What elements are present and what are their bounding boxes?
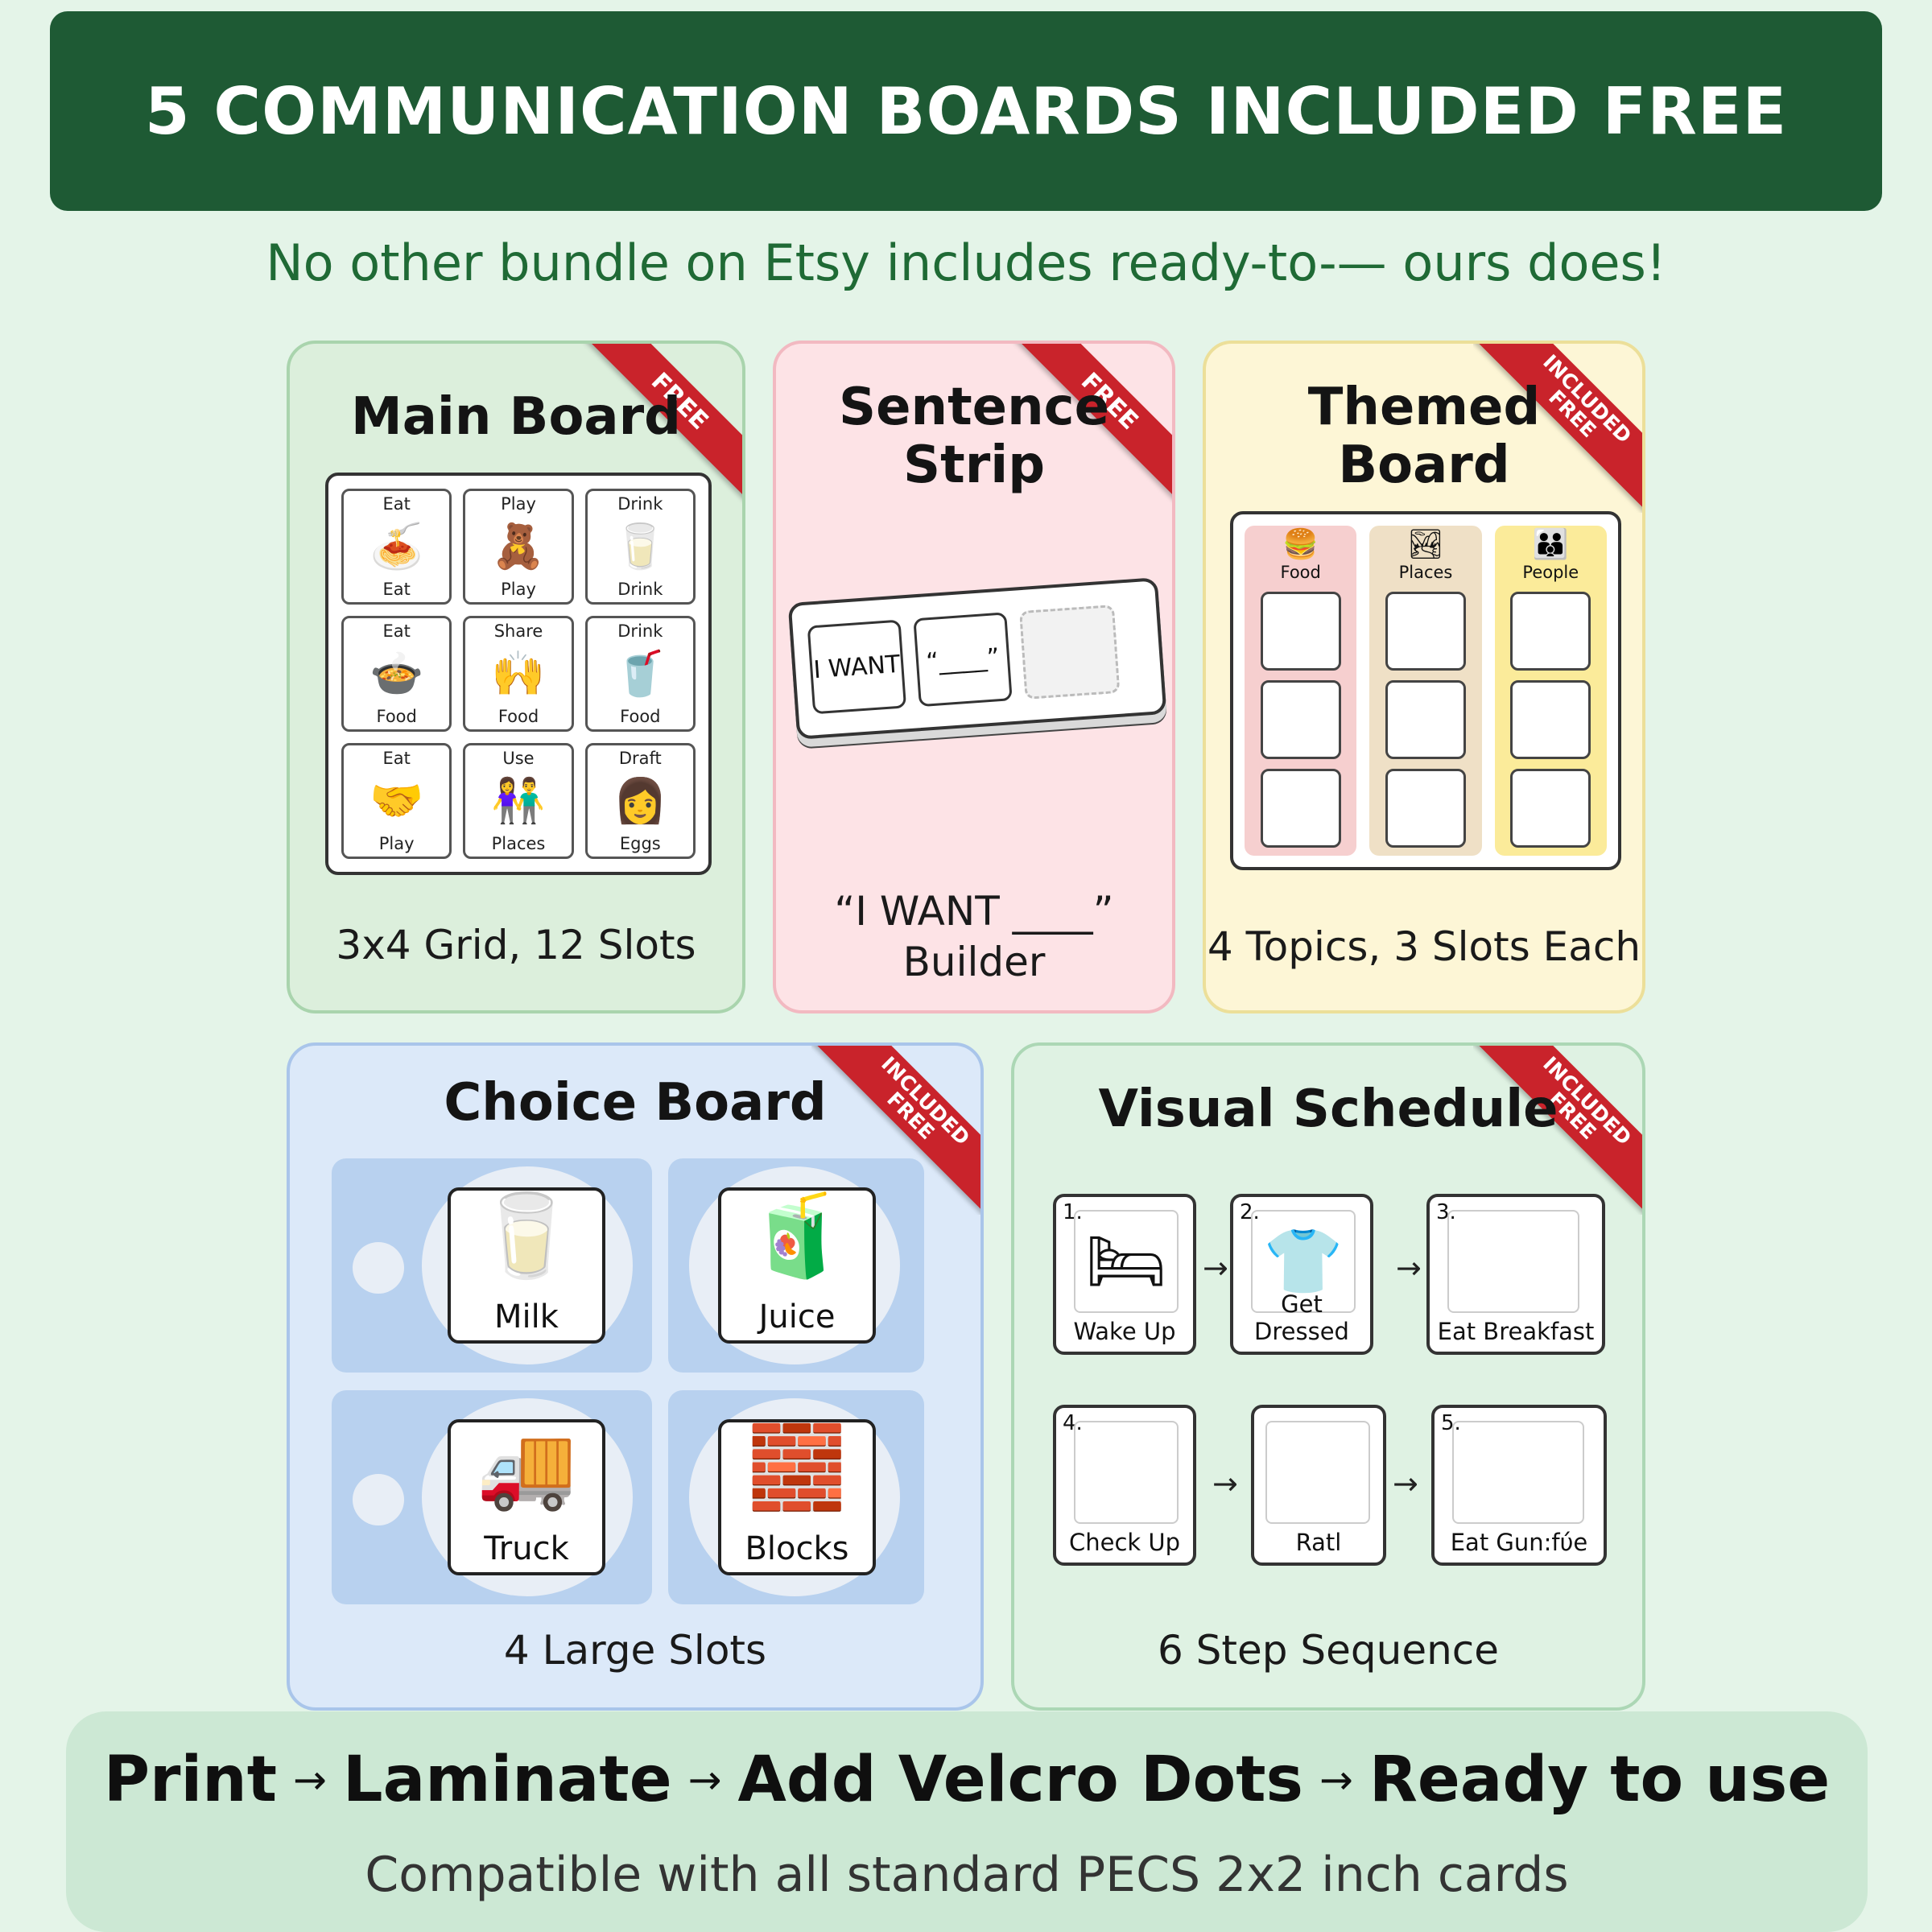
- bed-icon: 🛏: [1074, 1210, 1179, 1313]
- clothes-icon: 👕: [1251, 1210, 1356, 1313]
- choice-card-juice: 🧃 Juice: [718, 1187, 876, 1344]
- schedule-step: 2. 👕 Get Dressed: [1230, 1194, 1373, 1355]
- hands-icon: 🤝: [369, 775, 424, 826]
- juice-glass-icon: 🧃: [746, 1188, 848, 1282]
- plate-meal-icon: 🍲: [369, 648, 424, 699]
- strip-slot-blank: “____”: [913, 612, 1013, 708]
- board-cell: Draft 👩 Eggs: [584, 743, 696, 859]
- baby-drink-icon: 🥤: [613, 648, 667, 699]
- card-slot: [1510, 769, 1591, 848]
- choice-board-footer: 4 Large Slots: [503, 1627, 767, 1674]
- step-ready: Ready to use: [1368, 1744, 1831, 1816]
- choice-card-blocks: 🧱 Blocks: [718, 1419, 876, 1575]
- card-slot: [1510, 592, 1591, 671]
- strip-slot-i-want: I WANT: [807, 619, 907, 715]
- faces-icon: 👩: [613, 775, 667, 826]
- instructions-panel: Print → Laminate → Add Velcro Dots → Rea…: [66, 1711, 1868, 1932]
- main-board-title: Main Board: [351, 387, 681, 447]
- board-cell: Drink 🥤 Food: [584, 616, 696, 732]
- hole-punch: [353, 1242, 404, 1294]
- arrow-icon: →: [1212, 1466, 1238, 1501]
- instruction-steps: Print → Laminate → Add Velcro Dots → Rea…: [66, 1744, 1868, 1816]
- visual-schedule-title: Visual Schedule: [1098, 1080, 1558, 1139]
- page-title: 5 COMMUNICATION BOARDS INCLUDED FREE: [144, 73, 1788, 149]
- sentence-strip-footer: “I WANT ____” Builder: [834, 888, 1114, 985]
- schedule-step: 3. Eat Breakfast: [1426, 1194, 1605, 1355]
- visual-schedule-footer: 6 Step Sequence: [1157, 1627, 1500, 1674]
- places-icon: 🏞: [1407, 528, 1444, 561]
- main-board-footer: 3x4 Grid, 12 Slots: [336, 922, 696, 968]
- choice-card-milk: 🥛 Milk: [448, 1187, 605, 1344]
- board-cell: Play 🧸 Play: [463, 489, 574, 605]
- main-board-grid: Eat 🍝 Eat Play 🧸 Play Drink 🥛 Drink Eat …: [325, 473, 712, 875]
- board-cell: Drink 🥛 Drink: [584, 489, 696, 605]
- themed-board-card: INCLUDED FREE Themed Board 🍔 Food 🏞 Plac…: [1203, 341, 1645, 1013]
- schedule-step: 4. Check Up: [1053, 1405, 1196, 1566]
- arrow-icon: →: [293, 1757, 327, 1803]
- arrow-icon: →: [1393, 1466, 1418, 1501]
- step-laminate: Laminate: [342, 1744, 672, 1816]
- topic-column: 👪 People: [1494, 526, 1607, 856]
- visual-schedule-card: INCLUDED FREE Visual Schedule 1. 🛏 Wake …: [1011, 1042, 1645, 1711]
- arrow-icon: →: [1319, 1757, 1353, 1803]
- milk-carton-icon: 🥛: [476, 1188, 577, 1282]
- themed-board-title: Themed Board: [1307, 378, 1541, 495]
- strip-slot-empty: [1019, 604, 1121, 700]
- schedule-step: 1. 🛏 Wake Up: [1053, 1194, 1196, 1355]
- board-cell: Use 👫 Places: [463, 743, 574, 859]
- glass-water-icon: 🥛: [613, 521, 667, 572]
- people-icon: 👪: [1532, 528, 1569, 561]
- card-slot: [1260, 592, 1341, 671]
- choice-slot: 🥛 Milk: [332, 1158, 652, 1373]
- sentence-strip-card: FREE Sentence Strip I WANT “____” “I WAN…: [773, 341, 1175, 1013]
- food-icon: 🍔: [1282, 528, 1319, 561]
- arrow-icon: →: [687, 1757, 722, 1803]
- sentence-strip-title: Sentence Strip: [839, 378, 1109, 495]
- plate-food-icon: 🍝: [369, 521, 424, 572]
- board-cell: Share 🙌 Food: [463, 616, 574, 732]
- schedule-step: Ratl: [1251, 1405, 1386, 1566]
- card-slot: [1260, 680, 1341, 759]
- main-board-card: FREE Main Board Eat 🍝 Eat Play 🧸 Play Dr…: [287, 341, 745, 1013]
- choice-slot: 🧃 Juice: [668, 1158, 924, 1373]
- choice-slot: 🧱 Blocks: [668, 1390, 924, 1604]
- two-people-icon: 👫: [491, 775, 546, 826]
- compatibility-note: Compatible with all standard PECS 2x2 in…: [365, 1847, 1569, 1903]
- board-cell: Eat 🍲 Food: [341, 616, 452, 732]
- arrow-icon: →: [1203, 1250, 1228, 1286]
- topic-column: 🏞 Places: [1369, 526, 1482, 856]
- hole-punch: [353, 1474, 404, 1525]
- boy-sharing-icon: 🙌: [491, 648, 546, 699]
- card-slot: [1385, 769, 1466, 848]
- blocks-icon: 🧱: [746, 1420, 848, 1514]
- themed-board: 🍔 Food 🏞 Places 👪 People: [1230, 511, 1621, 870]
- choice-board-card: INCLUDED FREE Choice Board 🥛 Milk 🧃 Juic…: [287, 1042, 984, 1711]
- header-banner: 5 COMMUNICATION BOARDS INCLUDED FREE: [50, 11, 1882, 211]
- choice-board-title: Choice Board: [444, 1073, 827, 1133]
- step-print: Print: [103, 1744, 277, 1816]
- card-slot: [1260, 769, 1341, 848]
- card-slot: [1385, 592, 1466, 671]
- child-playing-icon: 🧸: [491, 521, 546, 572]
- themed-board-footer: 4 Topics, 3 Slots Each: [1207, 923, 1641, 970]
- step-velcro: Add Velcro Dots: [737, 1744, 1303, 1816]
- board-cell: Eat 🤝 Play: [341, 743, 452, 859]
- topic-column: 🍔 Food: [1245, 526, 1357, 856]
- board-cell: Eat 🍝 Eat: [341, 489, 452, 605]
- truck-icon: 🚚: [476, 1420, 577, 1514]
- card-slot: [1510, 680, 1591, 759]
- choice-slot: 🚚 Truck: [332, 1390, 652, 1604]
- arrow-icon: →: [1396, 1250, 1422, 1286]
- schedule-step: 5. Eat Gun:fύe: [1431, 1405, 1607, 1566]
- sentence-strip: I WANT “____”: [787, 577, 1167, 740]
- choice-card-truck: 🚚 Truck: [448, 1419, 605, 1575]
- card-slot: [1385, 680, 1466, 759]
- page-subtitle: No other bundle on Etsy includes ready-t…: [266, 233, 1666, 292]
